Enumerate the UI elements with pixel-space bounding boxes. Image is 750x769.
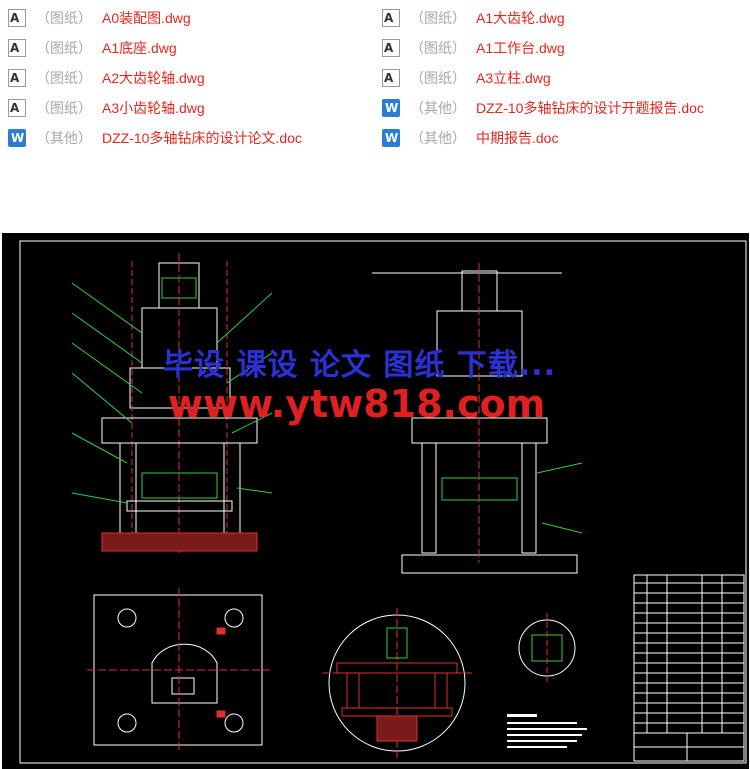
file-category: （图纸）	[410, 70, 466, 86]
front-view	[71, 253, 273, 553]
file-item[interactable]: A （图纸） A1底座.dwg	[8, 37, 177, 59]
cad-drawing	[19, 240, 747, 764]
dwg-file-icon: A	[8, 39, 26, 57]
file-category: （其他）	[410, 100, 466, 116]
detail-view	[518, 613, 576, 683]
title-block	[633, 574, 745, 762]
word-file-icon: W	[382, 99, 400, 117]
file-item[interactable]: A （图纸） A0装配图.dwg	[8, 7, 191, 29]
dwg-file-icon: A	[382, 9, 400, 27]
dwg-file-icon: A	[8, 69, 26, 87]
drawing-frame	[19, 240, 747, 764]
word-file-icon: W	[382, 129, 400, 147]
dwg-file-icon: A	[8, 9, 26, 27]
dwg-file-icon: A	[382, 69, 400, 87]
file-item[interactable]: W （其他） DZZ-10多轴钻床的设计论文.doc	[8, 127, 302, 149]
file-category: （其他）	[410, 130, 466, 146]
section-view	[322, 608, 472, 758]
file-link[interactable]: A3立柱.dwg	[476, 70, 551, 86]
file-item[interactable]: A （图纸） A1大齿轮.dwg	[382, 7, 565, 29]
file-item[interactable]: A （图纸） A3小齿轮轴.dwg	[8, 97, 205, 119]
file-link[interactable]: DZZ-10多轴钻床的设计开题报告.doc	[476, 100, 704, 116]
side-view	[372, 263, 583, 574]
technical-notes	[507, 714, 587, 748]
file-link[interactable]: A1底座.dwg	[102, 40, 177, 56]
file-item[interactable]: W （其他） DZZ-10多轴钻床的设计开题报告.doc	[382, 97, 704, 119]
dwg-file-icon: A	[382, 39, 400, 57]
file-item[interactable]: A （图纸） A3立柱.dwg	[382, 67, 551, 89]
file-list: A （图纸） A0装配图.dwg A （图纸） A1底座.dwg A （图纸） …	[0, 0, 750, 170]
file-category: （图纸）	[410, 40, 466, 56]
file-item[interactable]: W （其他） 中期报告.doc	[382, 127, 558, 149]
file-link[interactable]: DZZ-10多轴钻床的设计论文.doc	[102, 130, 302, 146]
word-file-icon: W	[8, 129, 26, 147]
file-link[interactable]: A1大齿轮.dwg	[476, 10, 565, 26]
watermark-url: www.ytw818.com	[168, 382, 546, 426]
file-category: （图纸）	[36, 100, 92, 116]
file-link[interactable]: A3小齿轮轴.dwg	[102, 100, 205, 116]
cad-drawing-preview: 毕设 课设 论文 图纸 下载... www.ytw818.com	[2, 233, 749, 769]
file-category: （图纸）	[410, 10, 466, 26]
file-link[interactable]: A2大齿轮轴.dwg	[102, 70, 205, 86]
watermark-text: 毕设 课设 论文 图纸 下载...	[163, 348, 556, 383]
file-category: （图纸）	[36, 40, 92, 56]
dwg-file-icon: A	[8, 99, 26, 117]
file-category: （图纸）	[36, 10, 92, 26]
file-link[interactable]: A0装配图.dwg	[102, 10, 191, 26]
file-item[interactable]: A （图纸） A2大齿轮轴.dwg	[8, 67, 205, 89]
file-category: （其他）	[36, 130, 92, 146]
file-item[interactable]: A （图纸） A1工作台.dwg	[382, 37, 565, 59]
plan-view	[87, 588, 270, 753]
file-link[interactable]: A1工作台.dwg	[476, 40, 565, 56]
file-link[interactable]: 中期报告.doc	[476, 130, 559, 146]
file-category: （图纸）	[36, 70, 92, 86]
